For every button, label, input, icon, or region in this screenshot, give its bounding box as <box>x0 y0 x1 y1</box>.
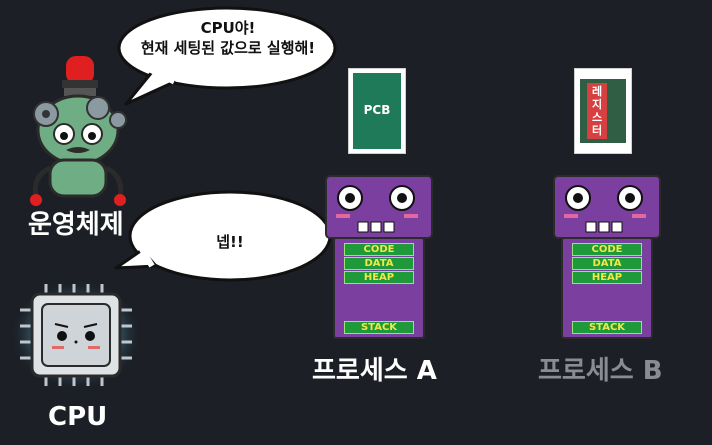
data-segment: DATA <box>572 257 642 270</box>
pcb-card: PCB <box>348 68 406 154</box>
os-speech-line2: 현재 세팅된 값으로 실행해! <box>140 39 316 57</box>
code-segment: CODE <box>572 243 642 256</box>
os-robot-illustration <box>30 56 127 206</box>
process-b-monster: CODE DATA HEAP STACK <box>552 174 662 340</box>
cpu-speech-bubble <box>114 190 332 282</box>
os-label: 운영체제 <box>28 210 124 240</box>
process-a-monster: CODE DATA HEAP STACK <box>324 174 434 340</box>
pcb-card-label: PCB <box>363 103 391 117</box>
stack-segment: STACK <box>572 321 642 334</box>
heap-segment: HEAP <box>344 271 414 284</box>
cpu-chip-illustration <box>10 280 142 390</box>
stack-segment: STACK <box>344 321 414 334</box>
os-speech-bubble <box>117 6 337 106</box>
heap-segment: HEAP <box>572 271 642 284</box>
gear-icon <box>86 96 110 120</box>
data-segment: DATA <box>344 257 414 270</box>
process-a-label: 프로세스 A <box>312 356 437 386</box>
register-card-label: 레지스터 <box>587 83 607 139</box>
os-speech-text: CPU야! 현재 세팅된 값으로 실행해! <box>122 18 334 58</box>
cpu-speech-text: 넵!! <box>216 233 244 251</box>
cpu-label: CPU <box>48 402 108 432</box>
os-speech-line1: CPU야! <box>200 19 256 37</box>
siren-icon <box>66 56 94 84</box>
process-b-label: 프로세스 B <box>538 356 663 386</box>
gear-icon <box>109 111 127 129</box>
code-segment: CODE <box>344 243 414 256</box>
register-card: 레지스터 <box>574 68 632 154</box>
